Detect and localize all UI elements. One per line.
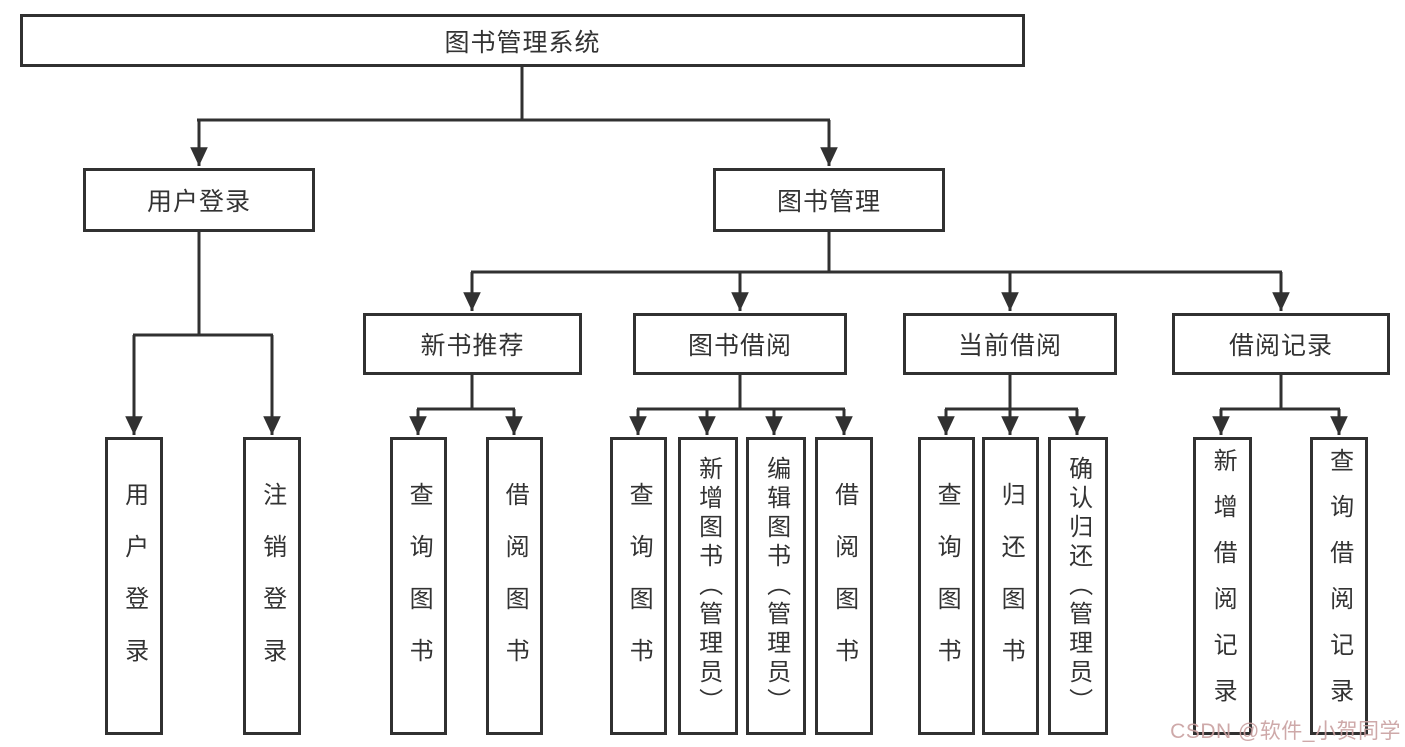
leaf-label: 查询图书 (405, 482, 433, 690)
connector-current-borrow-subtree (937, 375, 1086, 435)
leaf-label: 查询图书 (933, 482, 961, 690)
node-label: 图书管理 (776, 188, 881, 216)
leaf-borrow-books: 借阅图书 (486, 437, 543, 735)
node-label: 新书推荐 (420, 332, 525, 360)
connector-borrow-records-subtree (1212, 375, 1348, 435)
leaf-query-borrow-records: 查询借阅记录 (1310, 437, 1368, 735)
leaf-label: 借阅图书 (830, 482, 858, 690)
leaf-label: 确认归还（管理员） (1064, 455, 1092, 717)
leaf-label: 查询图书 (625, 482, 653, 690)
node-library-management-system: 图书管理系统 (20, 14, 1025, 67)
node-label: 图书借阅 (687, 332, 792, 360)
leaf-label: 借阅图书 (501, 482, 529, 690)
leaf-label: 新增借阅记录 (1209, 448, 1237, 724)
leaf-add-borrow-record: 新增借阅记录 (1193, 437, 1252, 735)
connector-book-borrow-subtree (629, 375, 853, 435)
leaf-label: 编辑图书（管理员） (762, 455, 790, 717)
node-user-login-branch: 用户登录 (83, 168, 315, 232)
connector-user-login-subtree (125, 232, 281, 435)
csdn-watermark: CSDN @软件_小贺同学 (1170, 720, 1401, 743)
leaf-label: 新增图书（管理员） (694, 455, 722, 717)
leaf-label: 查询借阅记录 (1325, 448, 1353, 724)
leaf-label: 用户登录 (120, 482, 148, 690)
leaf-label: 归还图书 (997, 482, 1025, 690)
leaf-return-books: 归还图书 (982, 437, 1039, 735)
leaf-add-book-admin: 新增图书（管理员） (678, 437, 738, 735)
leaf-label: 注销登录 (258, 482, 286, 690)
node-label: 图书管理系统 (444, 28, 601, 57)
connector-book-management-subtree (463, 232, 1290, 311)
leaf-borrow-books: 借阅图书 (815, 437, 873, 735)
leaf-confirm-return-admin: 确认归还（管理员） (1048, 437, 1108, 735)
node-label: 当前借阅 (957, 332, 1062, 360)
leaf-logout: 注销登录 (243, 437, 301, 735)
connector-root-to-level2 (190, 67, 838, 166)
leaf-edit-book-admin: 编辑图书（管理员） (746, 437, 806, 735)
node-new-book-recommendation: 新书推荐 (363, 313, 582, 375)
node-label: 借阅记录 (1228, 332, 1333, 360)
leaf-query-books: 查询图书 (918, 437, 975, 735)
leaf-query-books: 查询图书 (390, 437, 447, 735)
node-borrowing-records: 借阅记录 (1172, 313, 1390, 375)
node-current-borrowing: 当前借阅 (903, 313, 1117, 375)
connector-new-book-subtree (409, 375, 523, 435)
node-label: 用户登录 (146, 188, 251, 216)
node-book-management-branch: 图书管理 (713, 168, 945, 232)
node-book-borrowing: 图书借阅 (633, 313, 847, 375)
leaf-user-login: 用户登录 (105, 437, 163, 735)
leaf-query-books: 查询图书 (610, 437, 667, 735)
